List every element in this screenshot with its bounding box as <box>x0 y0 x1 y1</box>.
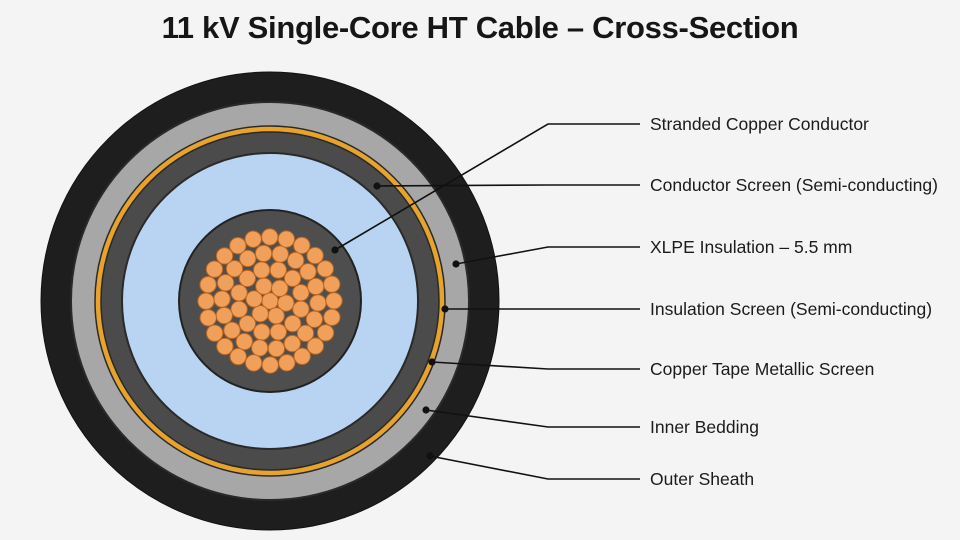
conductor-strand <box>230 284 248 302</box>
conductor-strand <box>254 244 273 263</box>
callout-lines <box>331 123 640 480</box>
conductor-strand <box>205 260 224 278</box>
conductor-strand <box>292 283 310 302</box>
label-xlpe-insulation: XLPE Insulation – 5.5 mm <box>650 237 852 257</box>
conductor-strand <box>292 300 310 318</box>
conductor-strand <box>323 275 341 293</box>
conductor-strand <box>306 246 324 265</box>
callout-line-conductor-screen <box>376 184 640 187</box>
conductor-strand <box>286 251 305 270</box>
conductor-strand <box>223 321 241 340</box>
cable-layers <box>40 71 500 531</box>
callout-line-stranded-copper-conductor <box>334 123 640 251</box>
conductor-strand <box>293 236 311 255</box>
label-inner-bedding: Inner Bedding <box>650 417 759 437</box>
conductor-strand <box>269 261 287 279</box>
conductor-strand <box>299 262 317 281</box>
label-conductor-screen: Conductor Screen (Semi-conducting) <box>650 175 938 195</box>
conductor-strand <box>244 230 262 248</box>
conductor-strand <box>293 347 311 366</box>
conductor-strand <box>238 314 257 333</box>
conductor-strand <box>197 292 215 310</box>
conductor-strand <box>283 314 302 333</box>
conductor-strand <box>267 339 286 358</box>
conductor-strand <box>229 236 247 255</box>
conductor-strand <box>261 228 279 246</box>
label-outer-sheath: Outer Sheath <box>650 469 754 489</box>
conductor-strand <box>277 230 296 248</box>
conductor-strand <box>306 337 325 355</box>
conductor-strand <box>277 294 295 312</box>
conductor-strand <box>216 274 235 292</box>
label-stranded-copper-conductor: Stranded Copper Conductor <box>650 114 869 134</box>
conductor-strand <box>251 339 269 357</box>
callout-dot-insulation-screen <box>441 305 449 313</box>
conductor-strand <box>325 292 343 310</box>
callout-dot-outer-sheath <box>426 452 434 460</box>
conductor-strand <box>216 337 234 356</box>
conductor-strand <box>213 290 231 308</box>
callout-line-outer-sheath <box>429 455 640 480</box>
page-title: 11 kV Single-Core HT Cable – Cross-Secti… <box>161 10 799 45</box>
conductor-strand <box>253 323 271 341</box>
callout-line-xlpe-insulation <box>455 246 640 265</box>
conductor-strand <box>267 307 285 325</box>
conductor-strand <box>307 277 325 296</box>
callout-dot-conductor-screen <box>373 182 381 190</box>
conductor-strand <box>199 275 217 294</box>
conductor-strand <box>205 324 224 342</box>
conductor-strand <box>245 290 263 308</box>
conductor-strand <box>251 305 269 323</box>
conductor-strand <box>316 324 335 342</box>
conductor-strand <box>261 356 279 374</box>
conductor-strand <box>239 249 257 268</box>
conductor-strand <box>271 279 289 297</box>
conductor-strand <box>215 247 234 265</box>
conductor-strand <box>271 245 289 263</box>
conductor-strand <box>269 323 288 341</box>
label-copper-tape-metallic-screen: Copper Tape Metallic Screen <box>650 359 874 379</box>
conductor-strand <box>244 354 263 372</box>
conductor-strand <box>283 269 302 288</box>
conductor-strand <box>323 308 341 327</box>
conductor-strand <box>238 269 257 288</box>
conductor-strand <box>283 334 301 353</box>
callout-dot-inner-bedding <box>422 406 430 414</box>
conductor-strand <box>229 347 247 366</box>
callout-dot-copper-tape-metallic-screen <box>428 358 436 366</box>
conductor-strand <box>296 324 315 343</box>
callout-dot-xlpe-insulation <box>452 260 460 268</box>
label-insulation-screen: Insulation Screen (Semi-conducting) <box>650 299 932 319</box>
conductor-strand <box>215 306 233 325</box>
conductor-strand <box>316 260 335 278</box>
conductor-strand <box>230 300 248 319</box>
callout-line-copper-tape-metallic-screen <box>431 361 640 370</box>
callout-dot-stranded-copper-conductor <box>331 246 339 254</box>
conductor-strand <box>309 294 327 312</box>
conductor-strand <box>199 309 217 327</box>
conductor-strand <box>252 261 271 279</box>
conductor-strand <box>305 310 324 328</box>
conductor-strand <box>278 354 296 372</box>
stranded-copper-conductor-strands <box>197 228 343 374</box>
callout-line-inner-bedding <box>425 409 640 428</box>
conductor-strand <box>255 277 273 295</box>
conductor-strand <box>235 332 254 351</box>
conductor-strand <box>225 259 244 278</box>
